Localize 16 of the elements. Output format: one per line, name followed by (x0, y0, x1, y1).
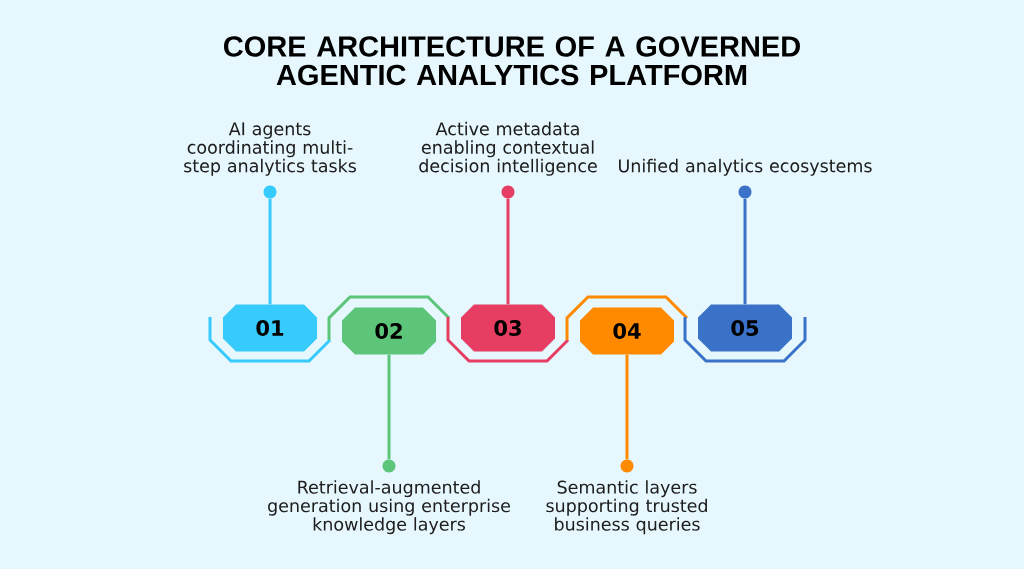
description-text: AI agents coordinating multi-step analytics tasks (184, 122, 356, 176)
description-text: Semantic layers supporting trusted business queries (546, 480, 707, 535)
number-badge: 04 (580, 307, 674, 355)
number-badge: 05 (698, 304, 792, 352)
leader-line (743, 198, 747, 305)
description-text: Unified analytics ecosystems (619, 158, 872, 176)
number-badge: 01 (223, 304, 317, 352)
leader-line (268, 198, 272, 305)
title: CORE ARCHITECTURE OF A GOVERNED AGENTIC ANALYTICS PLATFORM (224, 36, 800, 86)
number-badge: 03 (461, 304, 555, 352)
description-text: Active metadata enabling contextual decision intelligence (419, 121, 597, 176)
leader-line (387, 354, 391, 460)
leader-line (506, 198, 510, 305)
number-badge: 02 (342, 307, 436, 355)
leader-line (625, 354, 629, 460)
description-text: Retrieval-augmented generation using enterprise knowledge layers (268, 480, 510, 535)
